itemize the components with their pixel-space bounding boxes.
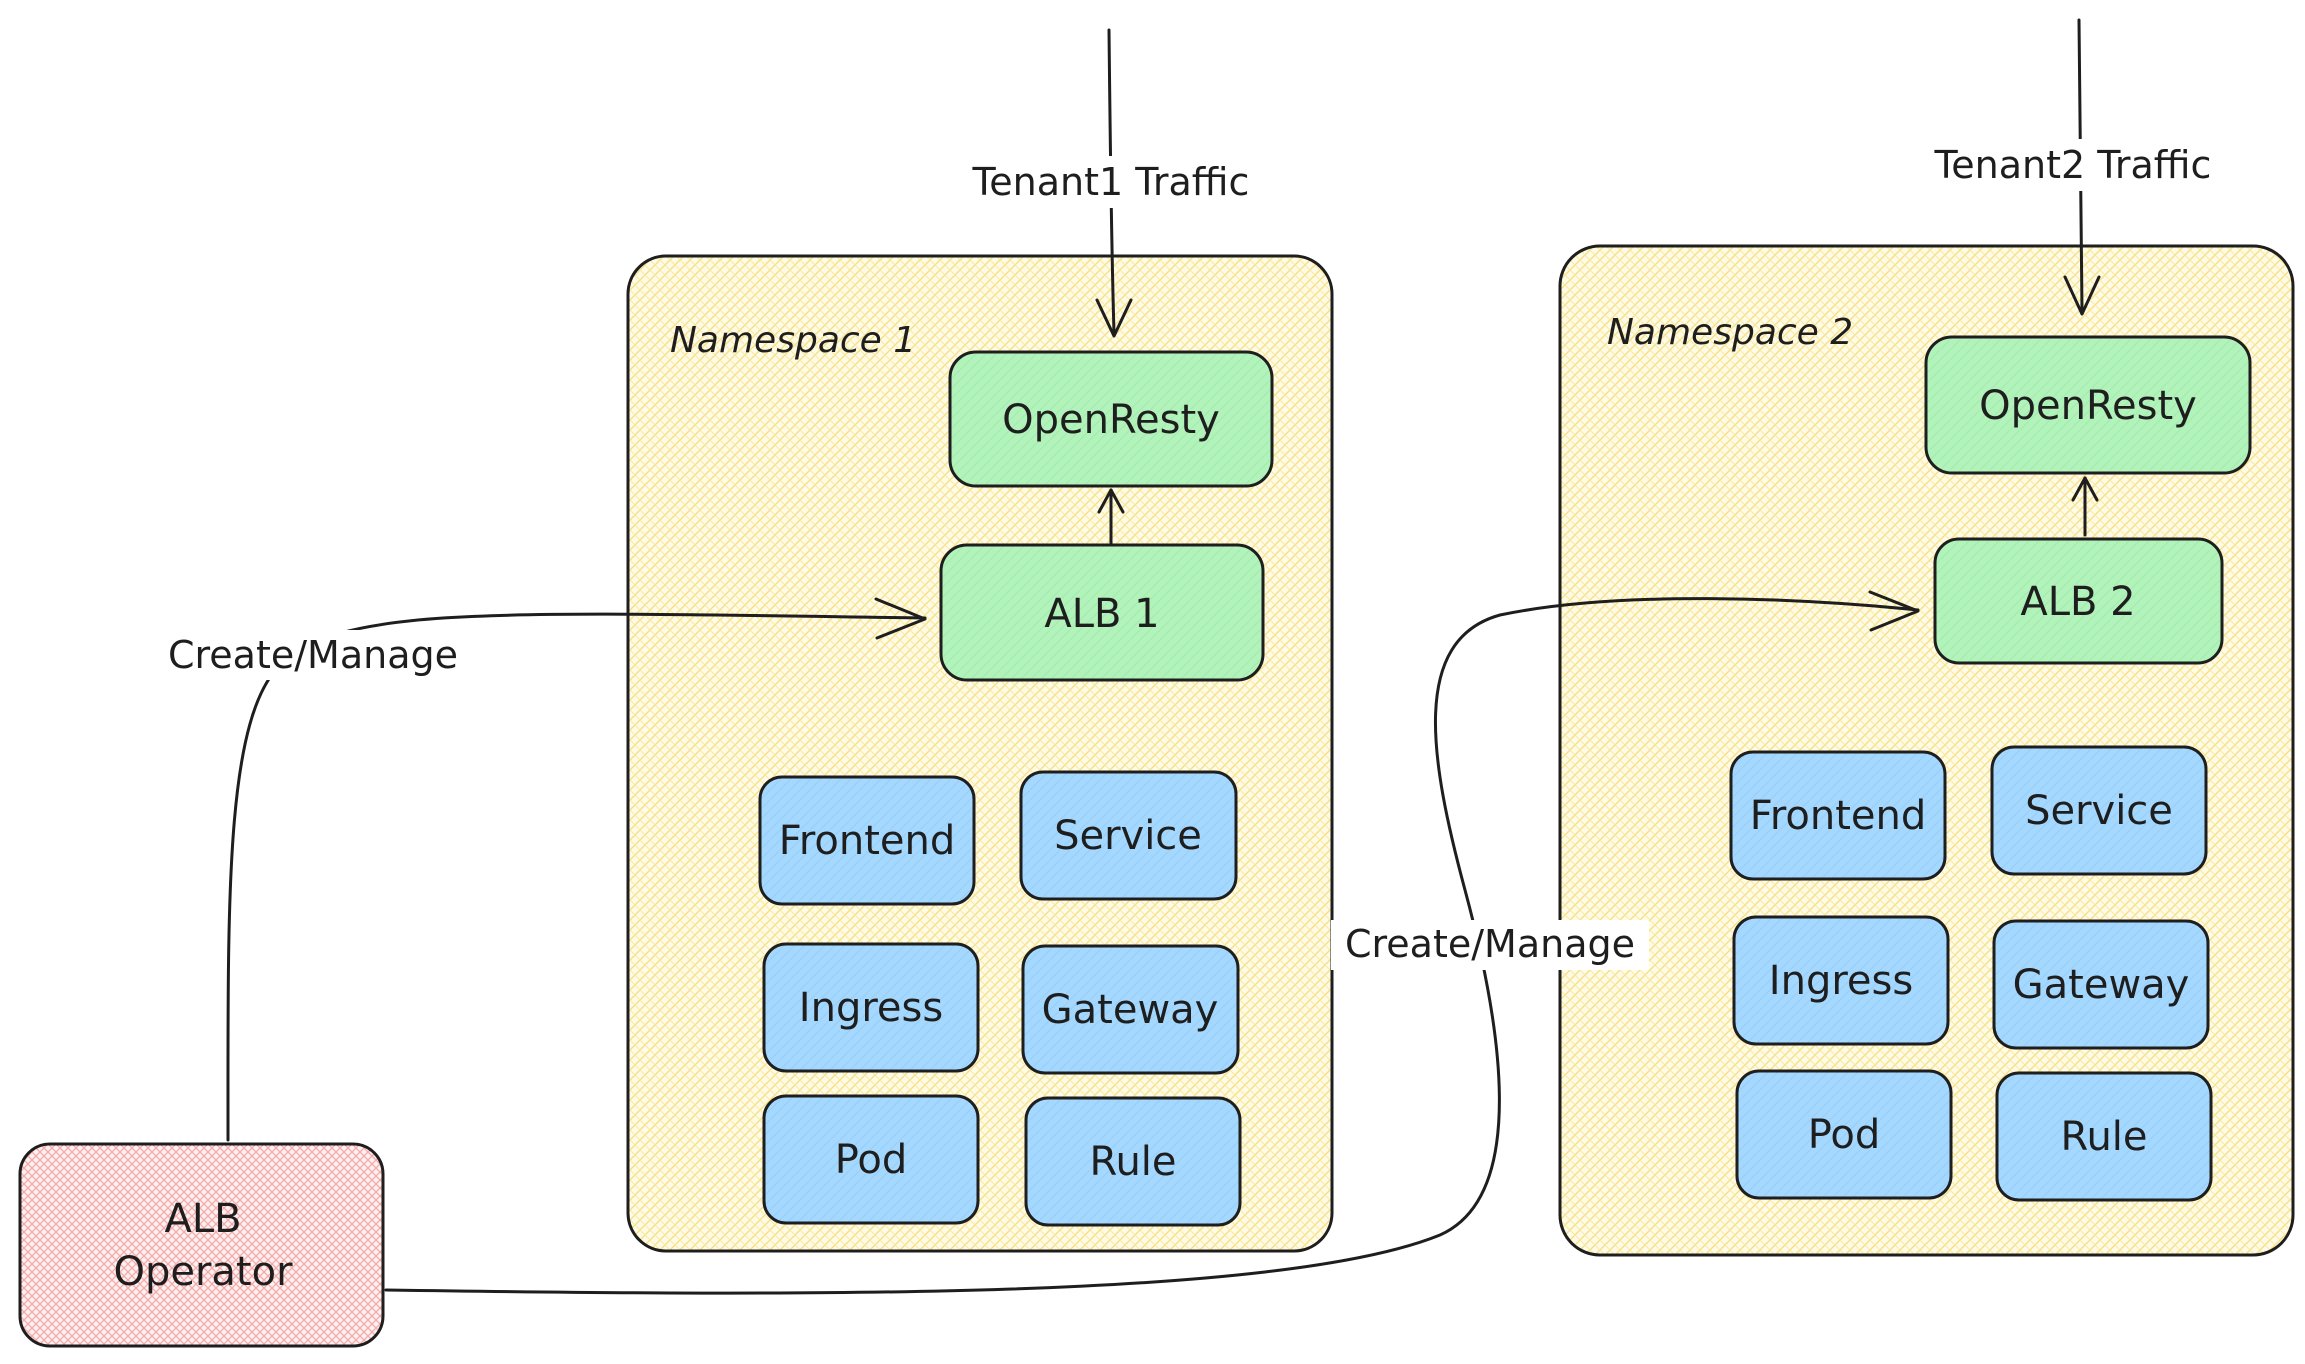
openresty-1-label: OpenResty xyxy=(1002,397,1220,443)
ns1-service-node[interactable]: Service xyxy=(1019,770,1238,901)
ns1-ingress-label: Ingress xyxy=(799,985,943,1031)
ns1-rule-label: Rule xyxy=(1089,1139,1176,1185)
ns2-frontend-label: Frontend xyxy=(1750,793,1927,839)
ns1-service-label: Service xyxy=(1054,813,1202,859)
ns2-gateway-node[interactable]: Gateway xyxy=(1992,919,2210,1050)
ns2-rule-node[interactable]: Rule xyxy=(1995,1071,2213,1202)
ns2-pod-label: Pod xyxy=(1808,1112,1881,1158)
ns1-frontend-label: Frontend xyxy=(779,818,956,864)
alb-operator-node[interactable]: ALB Operator xyxy=(18,1142,385,1348)
ns2-ingress-node[interactable]: Ingress xyxy=(1732,915,1950,1046)
ns2-frontend-node[interactable]: Frontend xyxy=(1729,750,1947,881)
alb2-to-openresty2-arrow xyxy=(2071,476,2099,537)
namespace-2-title: Namespace 2 xyxy=(1607,312,1853,353)
ns1-pod-node[interactable]: Pod xyxy=(762,1094,980,1225)
alb-2-label: ALB 2 xyxy=(2020,579,2135,625)
alb-operator-label-line2: Operator xyxy=(113,1249,293,1295)
openresty-1-node[interactable]: OpenResty xyxy=(948,350,1274,488)
alb1-to-openresty1-arrow xyxy=(1097,488,1125,547)
ns1-rule-node[interactable]: Rule xyxy=(1024,1096,1242,1227)
openresty-2-label: OpenResty xyxy=(1979,383,2197,429)
ns1-frontend-node[interactable]: Frontend xyxy=(758,775,976,906)
ns2-gateway-label: Gateway xyxy=(2013,962,2190,1008)
ns1-ingress-node[interactable]: Ingress xyxy=(762,942,980,1073)
tenant2-traffic-label: Tenant2 Traffic xyxy=(1934,143,2212,187)
tenant1-traffic-label: Tenant1 Traffic xyxy=(972,160,1250,204)
operator-to-alb2-edge xyxy=(384,590,1920,1295)
ns2-service-label: Service xyxy=(2025,788,2173,834)
ns2-pod-node[interactable]: Pod xyxy=(1735,1069,1953,1200)
ns2-ingress-label: Ingress xyxy=(1769,958,1913,1004)
manage-edge-2-label: Create/Manage xyxy=(1345,922,1635,966)
alb-1-label: ALB 1 xyxy=(1044,591,1159,637)
ns2-service-node[interactable]: Service xyxy=(1990,745,2208,876)
manage-edge-1-label: Create/Manage xyxy=(168,633,458,677)
alb-1-node[interactable]: ALB 1 xyxy=(939,543,1265,682)
namespace-1-title: Namespace 1 xyxy=(670,320,916,361)
alb-2-node[interactable]: ALB 2 xyxy=(1933,537,2224,665)
ns2-rule-label: Rule xyxy=(2060,1114,2147,1160)
alb-operator-label-line1: ALB xyxy=(164,1196,241,1242)
ns1-pod-label: Pod xyxy=(835,1137,908,1183)
ns1-gateway-node[interactable]: Gateway xyxy=(1021,944,1240,1075)
ns1-gateway-label: Gateway xyxy=(1042,987,1219,1033)
openresty-2-node[interactable]: OpenResty xyxy=(1924,335,2252,475)
